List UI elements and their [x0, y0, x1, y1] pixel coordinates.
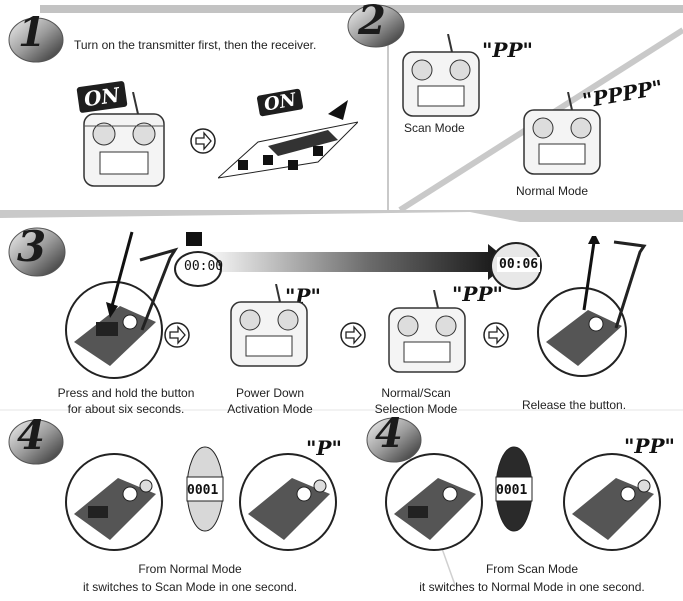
caption-power-line1: Power Down — [220, 386, 320, 401]
finger-arrow-icon — [574, 236, 654, 336]
step-4b-caption-line2: it switches to Normal Mode in one second… — [392, 580, 672, 595]
next-arrow-icon — [483, 322, 509, 348]
step-4a-caption-line1: From Normal Mode — [60, 562, 320, 577]
transmitter-icon — [384, 290, 470, 376]
step-1-number: 1 — [18, 9, 46, 56]
transmitter-icon — [520, 92, 604, 178]
receiver-icon — [218, 100, 358, 180]
transmitter-icon — [78, 92, 170, 192]
step-4a-caption-line2: it switches to Scan Mode in one second. — [60, 580, 320, 595]
next-arrow-icon — [190, 128, 216, 154]
switch-closeup-icon — [380, 448, 490, 558]
caption-press-line1: Press and hold the button — [46, 386, 206, 401]
transmitter-icon — [398, 34, 484, 120]
step-4a-display: 0001 — [187, 483, 218, 498]
step-4b-caption-line1: From Scan Mode — [392, 562, 672, 577]
timer-start: 00:00 — [184, 259, 223, 274]
scan-mode-sound: "PP" — [482, 38, 533, 62]
caption-normal-line1: Normal/Scan — [366, 386, 466, 401]
step-4a-number: 4 — [17, 412, 45, 459]
switch-closeup-icon — [60, 448, 170, 558]
step-3-number: 3 — [17, 222, 46, 271]
normal-mode-label: Normal Mode — [516, 184, 588, 199]
step-1-instruction: Turn on the transmitter first, then the … — [74, 38, 316, 53]
caption-press-line2: for about six seconds. — [46, 402, 206, 417]
caption-release: Release the button. — [514, 398, 634, 413]
caption-power-line2: Activation Mode — [220, 402, 320, 417]
next-arrow-icon — [340, 322, 366, 348]
next-arrow-icon — [164, 322, 190, 348]
transmitter-icon — [226, 284, 312, 370]
scan-mode-label: Scan Mode — [404, 121, 465, 136]
switch-closeup-icon — [558, 448, 668, 558]
step-4b-display: 0001 — [496, 483, 527, 498]
step-2-number: 2 — [358, 0, 386, 44]
switch-closeup-icon — [234, 448, 344, 558]
